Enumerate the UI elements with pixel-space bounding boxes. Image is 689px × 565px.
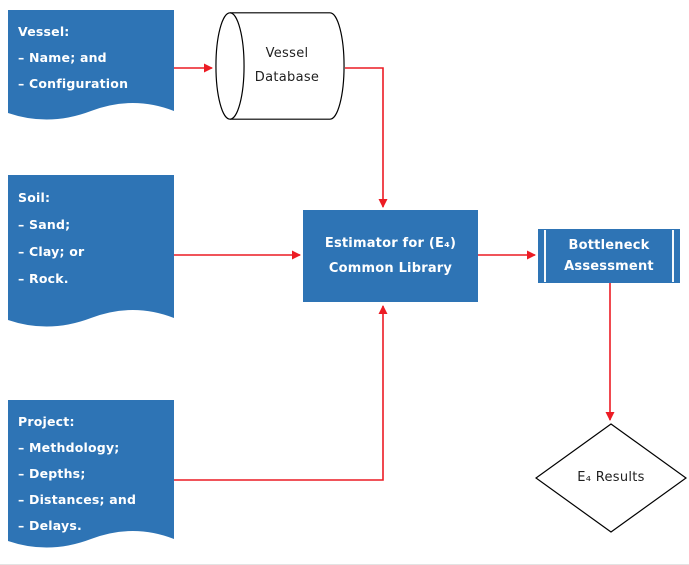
bottleneck-label-line: Bottleneck: [568, 238, 650, 253]
arrow-database-to-estimator: [345, 67, 388, 208]
document-shape: [8, 175, 174, 327]
vessel-database-cylinder: Vessel Database: [215, 12, 345, 120]
estimator-label-line: Estimator for (E₄): [324, 236, 457, 251]
cylinder-shape: [215, 12, 345, 120]
vessel-doc-item: – Name; and: [18, 50, 107, 65]
results-label: E₄ Results: [577, 470, 645, 485]
project-doc-item: – Distances; and: [18, 492, 137, 507]
estimator-box: Estimator for (E₄) Common Library: [303, 210, 478, 302]
soil-doc-title: Soil:: [18, 190, 51, 205]
project-doc-item: – Delays.: [18, 518, 82, 533]
vessel-doc-title: Vessel:: [18, 24, 70, 39]
document-shape: [8, 400, 174, 548]
document-shape: [8, 10, 174, 120]
bottleneck-box: Bottleneck Assessment: [538, 229, 680, 283]
database-label-line: Vessel: [265, 46, 309, 61]
vessel-document: Vessel: – Name; and – Configuration: [8, 10, 174, 130]
soil-doc-item: – Rock.: [18, 271, 69, 286]
estimator-label-line: Common Library: [328, 261, 453, 276]
results-diamond: E₄ Results: [535, 423, 687, 533]
soil-doc-item: – Clay; or: [18, 244, 85, 259]
project-doc-title: Project:: [18, 414, 75, 429]
database-label-line: Database: [254, 70, 320, 85]
project-document: Project: – Methdology; – Depths; – Dista…: [8, 400, 174, 558]
soil-document: Soil: – Sand; – Clay; or – Rock.: [8, 175, 174, 337]
predefined-process-bar: [544, 230, 546, 282]
diamond-shape: [535, 423, 687, 533]
project-doc-item: – Depths;: [18, 466, 86, 481]
project-doc-item: – Methdology;: [18, 440, 120, 455]
predefined-process-bar: [672, 230, 674, 282]
arrow-project-to-estimator: [174, 305, 388, 481]
soil-doc-item: – Sand;: [18, 217, 71, 232]
vessel-doc-item: – Configuration: [18, 76, 129, 91]
bottleneck-label-line: Assessment: [564, 259, 654, 274]
